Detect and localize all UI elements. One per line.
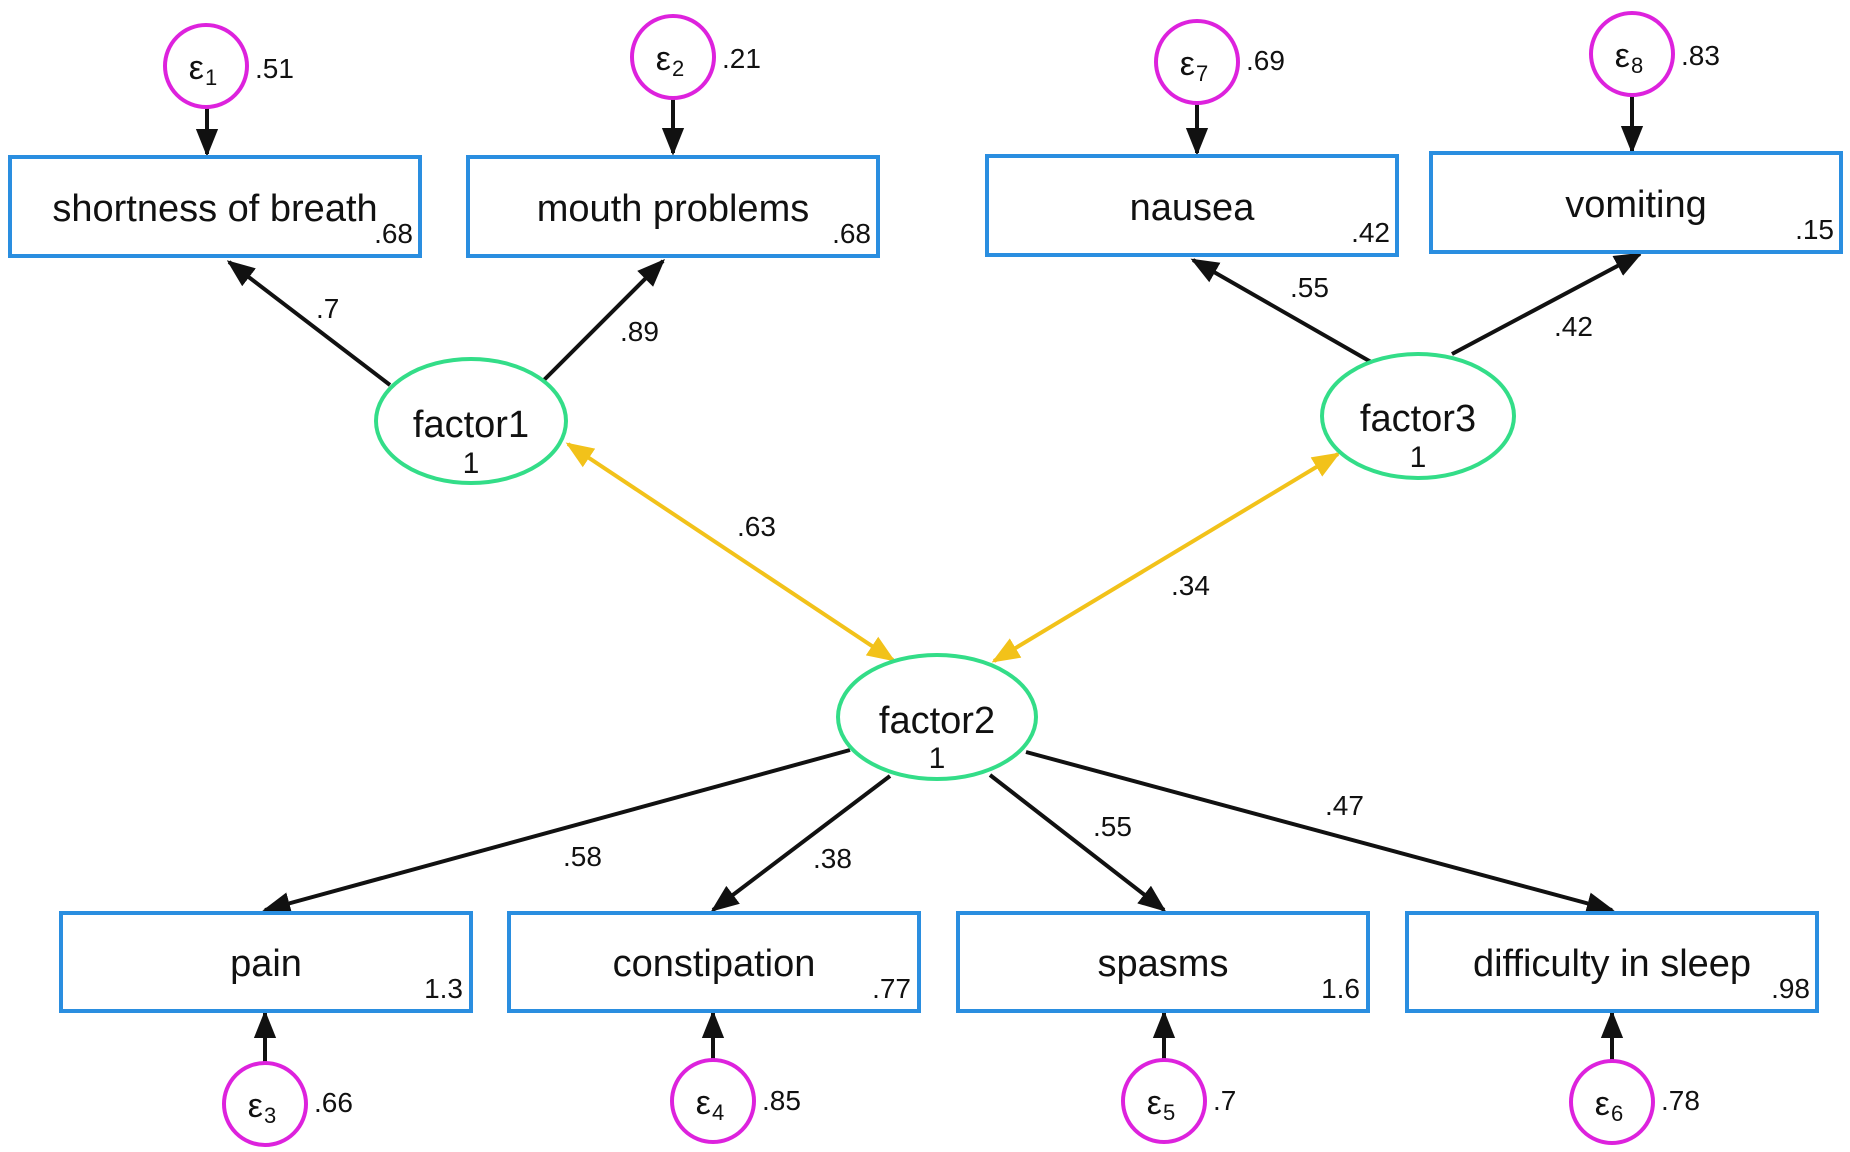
error-variance: .78 [1661,1085,1700,1116]
observed-label: spasms [1098,943,1229,985]
observed-label: difficulty in sleep [1473,943,1751,985]
error-node-e6: ε6 .78 [1569,1059,1700,1145]
factor-node-factor1: factor1 1 [374,357,568,485]
intercept-value: .98 [1771,973,1810,1004]
observed-node-mouth: mouth problems .68 [466,155,880,258]
observed-node-spasms: spasms 1.6 [956,911,1370,1013]
factor-label: factor1 [413,404,529,446]
observed-label: mouth problems [537,188,809,230]
svg-text:ε3: ε3 [248,1087,276,1128]
error-variance: .66 [314,1087,353,1118]
error-variance: .51 [255,53,294,84]
error-variance: .7 [1213,1085,1236,1116]
error-subscript: 3 [264,1103,276,1128]
loading-label-factor2-sleep: .47 [1325,790,1364,821]
factor-node-factor2: factor2 1 [836,653,1038,781]
intercept-value: .15 [1795,214,1834,245]
covariance-label-factor3-factor2: .34 [1171,570,1210,601]
covariance-path-factor1-factor2 [565,442,896,662]
error-node-e2: ε2 .21 [630,14,761,100]
loading-label-factor3-vomiting: .42 [1554,311,1593,342]
error-subscript: 5 [1163,1100,1175,1125]
error-subscript: 4 [712,1100,724,1125]
loading-path-factor3-nausea [1190,258,1372,364]
factor-node-factor3: factor3 1 [1320,352,1516,480]
loading-path-factor2-pain [262,748,851,915]
intercept-value: .42 [1351,217,1390,248]
observed-node-vomiting: vomiting .15 [1429,151,1843,254]
factor-variance: 1 [463,447,480,480]
loading-label-factor3-nausea: .55 [1290,272,1329,303]
loading-path-factor2-sleep [1025,750,1615,915]
error-symbol: ε [248,1087,263,1125]
factor-label: factor2 [879,700,995,742]
error-variance: .21 [722,43,761,74]
error-symbol: ε [1147,1084,1162,1122]
svg-text:ε6: ε6 [1595,1085,1623,1126]
error-subscript: 8 [1631,53,1643,78]
intercept-value: .77 [872,973,911,1004]
loading-path-factor2-spasms [988,773,1167,912]
observed-node-sob: shortness of breath .68 [8,155,422,258]
observed-node-pain: pain 1.3 [59,911,473,1013]
svg-text:ε1: ε1 [189,49,217,90]
svg-text:ε5: ε5 [1147,1084,1175,1125]
observed-label: shortness of breath [52,188,377,230]
error-symbol: ε [656,40,671,78]
covariance-label-factor1-factor2: .63 [737,511,776,542]
error-node-e5: ε5 .7 [1121,1058,1236,1144]
error-node-e8: ε8 .83 [1589,11,1720,97]
loading-label-factor1-sob: .7 [316,293,339,324]
error-node-e7: ε7 .69 [1154,19,1285,105]
factor-variance: 1 [929,742,946,775]
observed-label: vomiting [1565,184,1707,226]
loading-path-factor1-sob [226,260,392,387]
error-node-e1: ε1 .51 [163,23,294,109]
observed-label: constipation [613,943,816,985]
error-symbol: ε [1615,37,1630,75]
loading-path-factor2-constipation [710,774,892,912]
loading-label-factor2-spasms: .55 [1093,811,1132,842]
intercept-value: 1.3 [424,973,463,1004]
error-subscript: 7 [1196,61,1208,86]
svg-text:ε7: ε7 [1180,45,1208,86]
error-symbol: ε [1595,1085,1610,1123]
error-node-e3: ε3 .66 [222,1061,353,1147]
observed-node-nausea: nausea .42 [985,154,1399,257]
svg-text:ε8: ε8 [1615,37,1643,78]
factor-variance: 1 [1410,441,1427,474]
covariance-path-factor3-factor2 [991,452,1341,663]
observed-label: nausea [1130,187,1256,229]
error-symbol: ε [189,49,204,87]
observed-node-constipation: constipation .77 [507,911,921,1013]
error-subscript: 2 [672,56,684,81]
observed-label: pain [230,943,302,985]
loading-path-factor3-vomiting [1451,252,1643,356]
intercept-value: 1.6 [1321,973,1360,1004]
intercept-value: .68 [374,218,413,249]
error-variance: .83 [1681,40,1720,71]
observed-node-sleep: difficulty in sleep .98 [1405,911,1819,1013]
error-subscript: 6 [1611,1101,1623,1126]
loading-label-factor2-pain: .58 [563,841,602,872]
error-symbol: ε [696,1084,711,1122]
intercept-value: .68 [832,218,871,249]
svg-text:ε4: ε4 [696,1084,724,1125]
error-node-e4: ε4 .85 [670,1058,801,1144]
error-variance: .85 [762,1085,801,1116]
svg-text:ε2: ε2 [656,40,684,81]
loading-label-factor1-mouth: .89 [620,316,659,347]
error-variance: .69 [1246,45,1285,76]
error-subscript: 1 [205,65,217,90]
factor-label: factor3 [1360,398,1476,440]
loading-path-factor1-mouth [542,259,665,382]
error-symbol: ε [1180,45,1195,83]
loading-label-factor2-constipation: .38 [813,843,852,874]
